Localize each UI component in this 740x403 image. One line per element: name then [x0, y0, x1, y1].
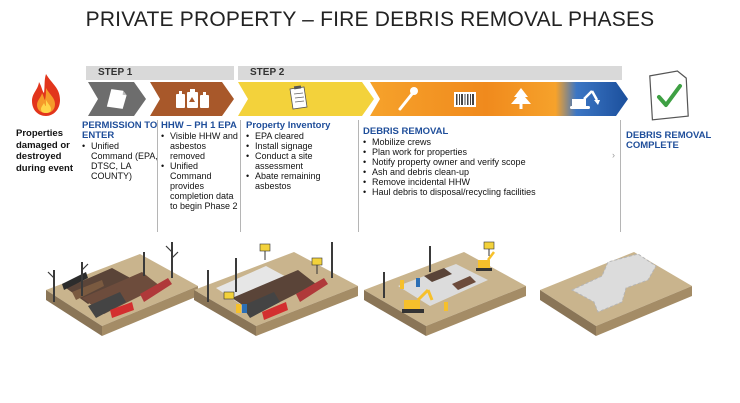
list-item: Remove incidental HHW — [363, 177, 613, 187]
scene-inventory-lot — [190, 232, 362, 349]
column-heading: Property Inventory — [246, 120, 331, 131]
list-item: Visible HHW and asbestos removed — [161, 131, 239, 161]
divider — [157, 120, 158, 232]
list-item: EPA cleared — [246, 131, 356, 141]
intro-label: Properties damaged or destroyed during e… — [16, 128, 74, 174]
column-permission: PERMISSION TO ENTER Unified Command (EPA… — [82, 120, 158, 182]
excavator — [402, 288, 434, 313]
scene-burned-lot — [42, 232, 202, 349]
step2-bar: STEP 2 — [238, 66, 622, 80]
list-item: Haul debris to disposal/recycling facili… — [363, 187, 613, 197]
step1-label: STEP 1 — [98, 67, 133, 78]
step-hhw-chevron — [150, 82, 234, 116]
list-item: Conduct a site assessment — [246, 151, 356, 171]
step2-label: STEP 2 — [250, 67, 285, 78]
fire-icon — [26, 72, 66, 123]
clipboard-icon — [289, 85, 308, 110]
scene-debris-removal-lot — [360, 232, 530, 349]
loader — [476, 251, 495, 271]
list-item: Mobilize crews — [363, 137, 613, 147]
list-item: Notify property owner and verify scope — [363, 157, 613, 167]
tree-icon — [511, 88, 531, 109]
step-permission-chevron — [88, 82, 146, 116]
step-debris-chevron — [370, 82, 628, 116]
step-inventory-chevron — [238, 82, 374, 116]
column-heading: DEBRIS REMOVAL — [363, 126, 449, 137]
column-debris-removal: DEBRIS REMOVAL Mobilize crews Plan work … — [363, 126, 613, 198]
column-heading: PERMISSION TO ENTER — [82, 120, 158, 141]
divider — [240, 120, 241, 232]
hazmat-containers-icon — [176, 89, 209, 108]
column-hhw: HHW – PH 1 EPA Visible HHW and asbestos … — [161, 120, 239, 212]
document-icon — [106, 89, 127, 109]
column-heading: HHW – PH 1 EPA — [161, 120, 237, 131]
small-bullet: › — [612, 150, 615, 160]
checkmark-document-icon — [646, 70, 692, 127]
list-item: Unified Command (EPA, DTSC, LA COUNTY) — [82, 141, 158, 181]
page-title: PRIVATE PROPERTY – FIRE DEBRIS REMOVAL P… — [85, 8, 655, 31]
final-label: DEBRIS REMOVAL COMPLETE — [626, 130, 712, 151]
list-item: Unified Command provides completion data… — [161, 161, 239, 211]
list-item: Ash and debris clean-up — [363, 167, 613, 177]
list-item: Abate remaining asbestos — [246, 171, 356, 191]
divider — [358, 120, 359, 232]
list-item: Plan work for properties — [363, 147, 613, 157]
excavator-icon — [570, 90, 600, 109]
barcode-icon — [454, 92, 476, 107]
column-inventory: Property Inventory EPA cleared Install s… — [246, 120, 356, 192]
list-item: Install signage — [246, 141, 356, 151]
dropper-icon — [398, 87, 418, 111]
divider — [620, 120, 621, 232]
scene-cleared-lot — [536, 232, 696, 349]
step1-bar: STEP 1 — [86, 66, 234, 80]
